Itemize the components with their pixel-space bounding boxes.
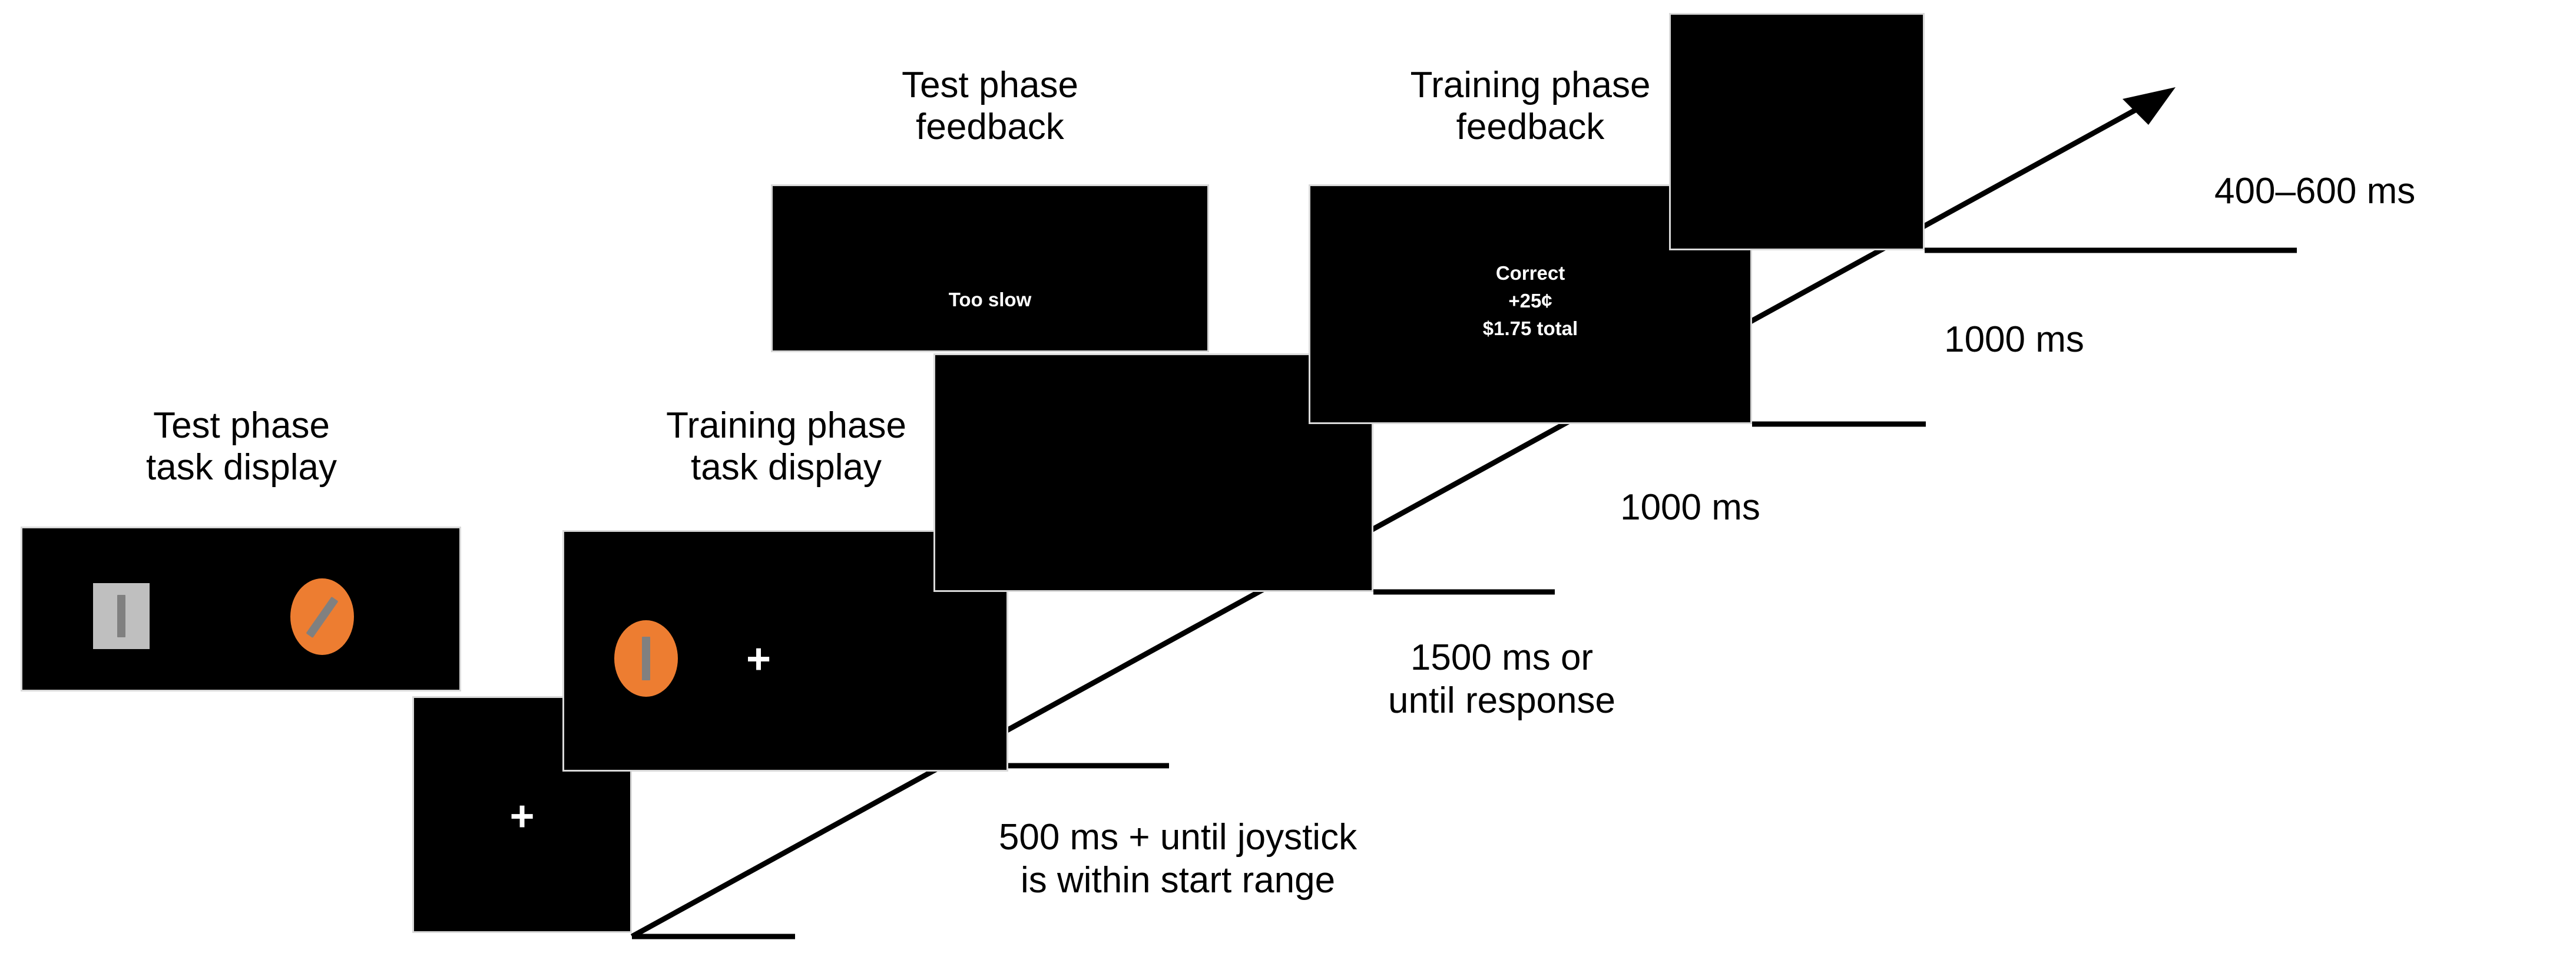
test-feedback-text: Too slow: [948, 289, 1032, 310]
screen-test-phase-task-display[interactable]: [21, 527, 461, 691]
heading-training-phase-task-display: Training phase task display: [666, 405, 906, 488]
timing-label-feedback: 1000 ms: [1620, 487, 1760, 528]
screen-test-phase-feedback[interactable]: Too slow: [771, 184, 1209, 352]
timing-label-blank: 400–600 ms: [2214, 171, 2416, 211]
timing-label-post-feedback: 1000 ms: [1944, 319, 2084, 360]
orange-ellipse-vertical-bar: [642, 637, 650, 680]
heading-training-phase-feedback: Training phase feedback: [1410, 65, 1651, 147]
training-feedback-text: Correct +25¢ $1.75 total: [1482, 262, 1578, 339]
heading-test-phase-task-display: Test phase task display: [146, 405, 337, 488]
time-axis-arrowhead: [2123, 87, 2176, 125]
timing-label-task-display: 1500 ms or until response: [1388, 637, 1616, 722]
timing-label-iti: 500 ms + until joystick is within start …: [998, 817, 1357, 901]
fixation-cross: +: [509, 793, 535, 840]
heading-test-phase-feedback: Test phase feedback: [902, 65, 1078, 147]
screen-training-phase-task-display[interactable]: +: [562, 530, 1008, 772]
training-fixation-cross: +: [746, 636, 772, 683]
screen-blank-training-display[interactable]: [933, 353, 1373, 592]
screen-final-blank[interactable]: [1669, 13, 1925, 250]
gray-rectangle-vertical-bar: [117, 595, 125, 637]
